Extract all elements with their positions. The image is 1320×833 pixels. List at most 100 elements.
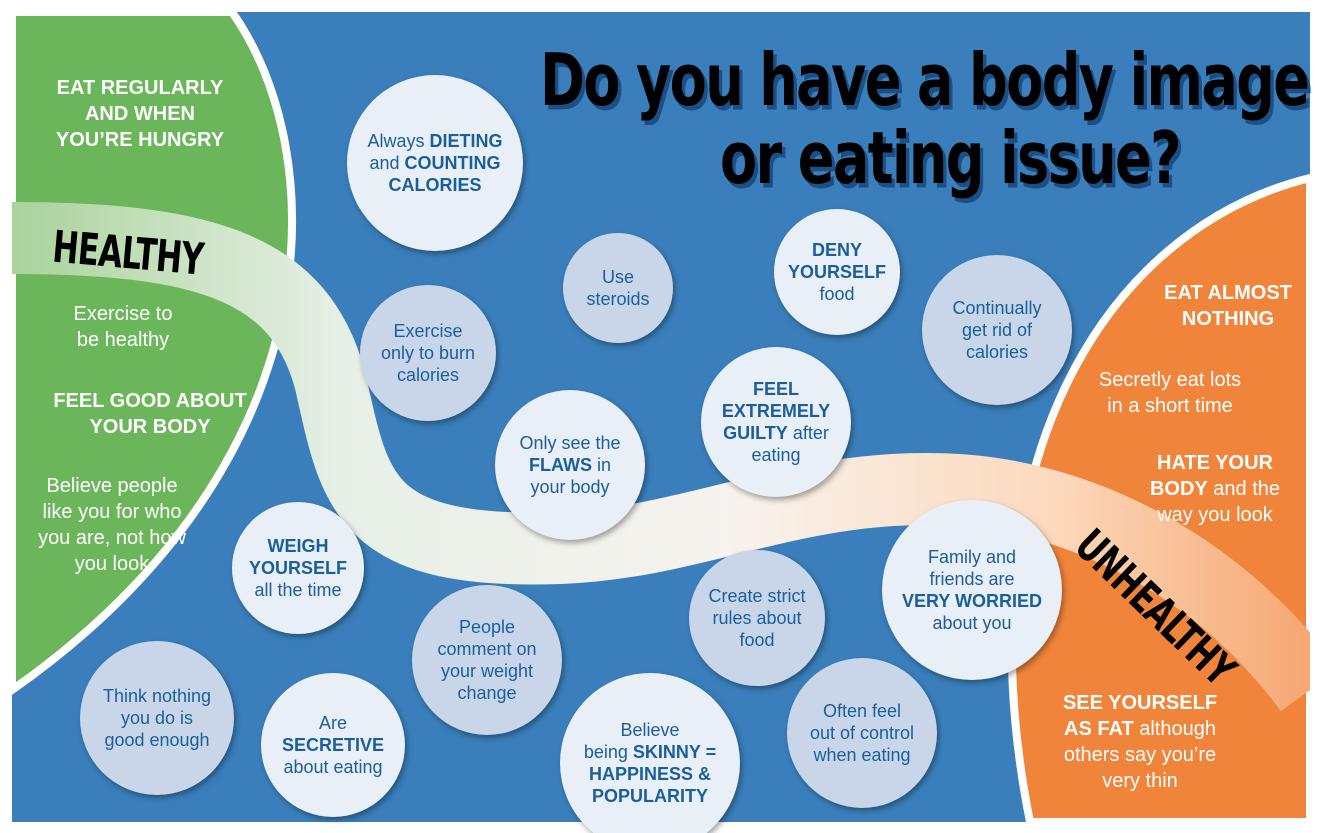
- emphasis-text: GUILTY: [723, 423, 788, 443]
- text-line: eating: [722, 444, 830, 466]
- text-line: People: [437, 616, 536, 638]
- text-line: Often feel: [810, 700, 914, 722]
- emphasis-text: YOURSELF: [248, 558, 347, 578]
- text-line: SEE YOURSELF: [1063, 690, 1217, 716]
- text-line: DENY: [788, 239, 886, 261]
- text-line: about eating: [282, 756, 384, 778]
- text-line: Create strict: [708, 585, 805, 607]
- text: Think nothing: [102, 686, 212, 706]
- text-line: YOUR BODY: [53, 414, 246, 440]
- text-line: comment on: [437, 638, 536, 660]
- text-line: out of control: [810, 722, 914, 744]
- text-line: Always DIETING: [367, 130, 502, 152]
- text: calories: [965, 342, 1029, 362]
- text-line: SECRETIVE: [282, 734, 384, 756]
- emphasis-text: YOU’RE HUNGRY: [55, 129, 225, 151]
- text-line: AS FAT although: [1063, 716, 1217, 742]
- emphasis-text: POPULARITY: [591, 786, 708, 806]
- text-line: steroids: [586, 288, 649, 310]
- text-line: Think nothing: [103, 685, 211, 707]
- text-line: being SKINNY =: [584, 741, 716, 763]
- text-line: FEEL GOOD ABOUT: [53, 388, 246, 414]
- text: you do is: [120, 708, 194, 728]
- text: friends are: [929, 569, 1015, 589]
- text-line: in a short time: [1099, 393, 1241, 419]
- text-line: Are: [282, 712, 384, 734]
- text-line: YOURSELF: [249, 557, 347, 579]
- text: Continually: [952, 298, 1042, 318]
- text-line: all the time: [249, 579, 347, 601]
- emphasis-text: EAT ALMOST: [1164, 282, 1292, 304]
- text-line: POPULARITY: [584, 785, 716, 807]
- text: only to burn: [380, 343, 476, 363]
- text: after: [787, 423, 829, 443]
- text: you are, not how: [38, 527, 186, 549]
- text-line: your body: [519, 476, 620, 498]
- text: Always: [367, 131, 430, 151]
- text: and the: [1207, 478, 1281, 500]
- text: food: [819, 284, 855, 304]
- text: change: [457, 683, 517, 703]
- text: your body: [530, 477, 610, 497]
- text-line: Believe people: [38, 473, 186, 499]
- text-line: get rid of: [952, 319, 1041, 341]
- text: Create strict: [708, 586, 806, 606]
- emphasis-text: AS FAT: [1064, 718, 1134, 740]
- text: although: [1133, 718, 1216, 740]
- text: others say you’re: [1063, 744, 1217, 766]
- text: Believe people: [46, 475, 178, 497]
- text-line: you do is: [103, 707, 211, 729]
- text-line: change: [437, 682, 536, 704]
- emphasis-text: COUNTING: [404, 153, 501, 173]
- text: you look: [74, 553, 150, 575]
- text-line: BODY and the: [1150, 476, 1280, 502]
- text-line: and COUNTING: [367, 152, 502, 174]
- text: Secretly eat lots: [1098, 369, 1242, 391]
- text-line: Exercise: [381, 320, 475, 342]
- text: way you look: [1157, 504, 1273, 526]
- text: rules about: [712, 608, 802, 628]
- text-line: HAPPINESS &: [584, 763, 716, 785]
- text: Often feel: [822, 701, 902, 721]
- text-line: NOTHING: [1164, 306, 1292, 332]
- text-line: only to burn: [381, 342, 475, 364]
- text-line: be healthy: [74, 327, 173, 353]
- emphasis-text: EAT REGULARLY: [56, 77, 224, 99]
- emphasis-text: FEEL: [752, 379, 799, 399]
- text-line: very thin: [1063, 768, 1217, 794]
- text-line: when eating: [810, 744, 914, 766]
- title-line-1: Do you have a body image: [540, 38, 1310, 123]
- text-line: EAT REGULARLY: [56, 75, 224, 101]
- text: Use: [601, 267, 634, 287]
- text-line: food: [788, 283, 886, 305]
- text-line: friends are: [902, 568, 1042, 590]
- text-line: HATE YOUR: [1150, 450, 1280, 476]
- emphasis-text: EXTREMELY: [721, 401, 831, 421]
- text-line: CALORIES: [367, 174, 502, 196]
- emphasis-text: DENY: [811, 240, 862, 260]
- text-line: like you for who: [38, 499, 186, 525]
- text: food: [739, 630, 775, 650]
- text-line: others say you’re: [1063, 742, 1217, 768]
